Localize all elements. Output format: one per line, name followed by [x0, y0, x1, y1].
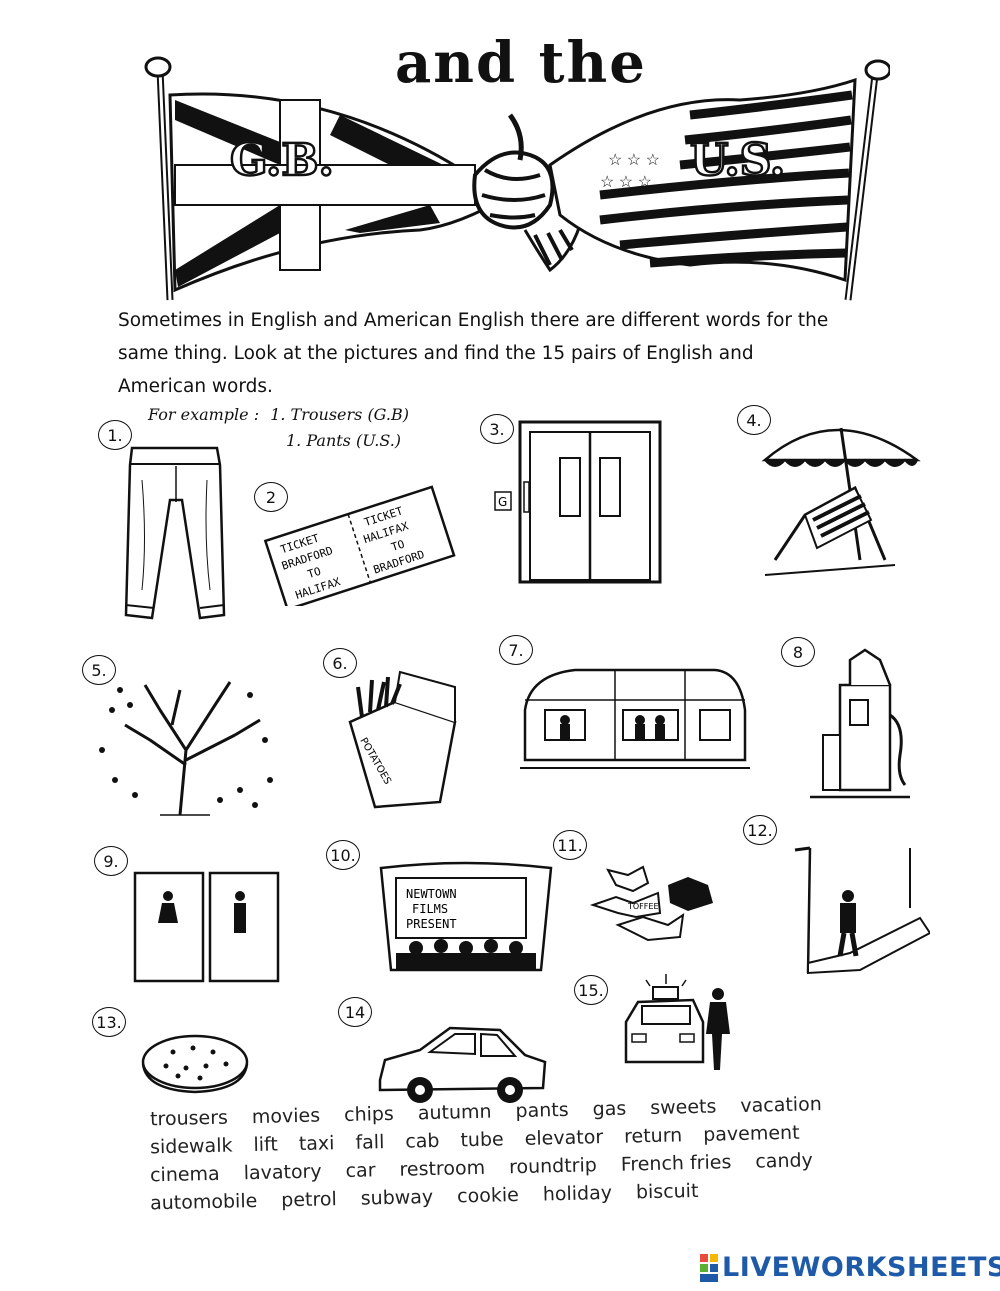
sweets-picture: TOFFEE	[589, 865, 713, 942]
lift-floor-label: G	[498, 495, 507, 509]
logo-text: LIVEWORKSHEETS	[722, 1252, 1000, 1283]
taxi-picture	[624, 974, 730, 1070]
logo-mark-icon	[700, 1253, 718, 1282]
word: car	[345, 1159, 376, 1182]
cinema-sign-1: NEWTOWN	[406, 887, 457, 901]
word: gas	[592, 1097, 627, 1121]
us-flag: ☆ ☆ ☆ ☆ ☆ ☆	[548, 77, 857, 283]
number-1: 1.	[98, 420, 132, 450]
cinema-sign-3: PRESENT	[406, 917, 457, 931]
autumn-tree-picture	[99, 681, 273, 816]
word: holiday	[542, 1181, 613, 1206]
number-2: 2	[254, 482, 288, 512]
word: subway	[360, 1185, 434, 1210]
number-13: 13.	[92, 1007, 126, 1037]
word: tube	[460, 1128, 504, 1152]
word: sweets	[649, 1095, 717, 1120]
instructions-line-3: American words.	[118, 376, 273, 397]
number-14: 14	[338, 997, 372, 1027]
sweet-wrapper-label: TOFFEE	[627, 902, 659, 911]
word: autumn	[417, 1100, 492, 1125]
petrol-pump-picture	[810, 648, 910, 799]
number-7: 7.	[499, 635, 533, 665]
number-8: 8	[781, 637, 815, 667]
flags-banner: ☆ ☆ ☆ ☆ ☆ ☆ G.B. U.S.	[144, 56, 890, 301]
word: French fries	[620, 1151, 732, 1176]
word: trousers	[149, 1106, 229, 1131]
gb-label: G.B.	[230, 135, 334, 186]
word: elevator	[524, 1126, 604, 1150]
word: pants	[515, 1098, 569, 1123]
word: automobile	[149, 1189, 258, 1215]
svg-text:☆ ☆ ☆: ☆ ☆ ☆	[600, 174, 652, 191]
word: fall	[355, 1131, 385, 1154]
tube-train-picture	[520, 668, 750, 769]
word: chips	[343, 1102, 395, 1126]
ticket-picture: TICKET BRADFORD TO HALIFAX TICKET HALIFA…	[263, 485, 456, 606]
word: pavement	[702, 1121, 800, 1146]
liveworksheets-logo[interactable]: LIVEWORKSHEETS	[700, 1252, 1000, 1283]
number-5: 5.	[82, 655, 116, 685]
number-11: 11.	[553, 830, 587, 860]
word: movies	[251, 1104, 321, 1129]
cinema-sign-2: FILMS	[412, 902, 448, 916]
word: lavatory	[243, 1160, 322, 1185]
word: lift	[253, 1133, 279, 1157]
biscuit-picture	[141, 1034, 249, 1094]
trousers-picture	[124, 446, 226, 620]
number-3: 3.	[480, 414, 514, 444]
number-6: 6.	[323, 648, 357, 678]
word: petrol	[281, 1188, 337, 1212]
lift-picture: G	[494, 420, 662, 584]
word: cookie	[456, 1184, 520, 1208]
us-label: U.S.	[690, 135, 785, 186]
instructions-line-2: same thing. Look at the pictures and fin…	[118, 343, 754, 364]
number-4: 4.	[737, 405, 771, 435]
lavatory-doors-picture	[133, 871, 280, 983]
word: taxi	[298, 1132, 335, 1156]
number-10: 10.	[326, 840, 360, 870]
example-us: 1. Pants (U.S.)	[286, 431, 402, 450]
svg-text:☆ ☆ ☆: ☆ ☆ ☆	[608, 152, 660, 169]
cinema-picture: NEWTOWN FILMS PRESENT	[379, 861, 553, 972]
word: cinema	[149, 1162, 220, 1187]
number-12: 12.	[743, 815, 777, 845]
word: candy	[755, 1149, 814, 1173]
example-note: For example : 1. Trousers (G.B)	[148, 404, 409, 426]
example-gb: 1. Trousers (G.B)	[270, 405, 409, 424]
ticket-right-3: TO	[390, 538, 407, 554]
example-lead: For example :	[148, 405, 260, 424]
word: biscuit	[635, 1179, 699, 1204]
word: cab	[405, 1129, 440, 1153]
deckchair-umbrella-picture	[761, 427, 921, 576]
word: sidewalk	[149, 1134, 233, 1159]
flag-knot	[472, 113, 582, 273]
car-picture	[378, 1026, 547, 1103]
number-9: 9.	[94, 846, 128, 876]
word: vacation	[740, 1093, 822, 1117]
ticket-left-3: TO	[306, 565, 323, 581]
pavement-picture	[794, 846, 930, 975]
instructions-line-1: Sometimes in English and American Englis…	[118, 310, 829, 331]
instructions: Sometimes in English and American Englis…	[118, 304, 918, 403]
left-flagpole	[144, 56, 174, 301]
number-15: 15.	[574, 975, 608, 1005]
word: return	[623, 1124, 683, 1148]
chips-box-picture: POTATOES	[348, 670, 457, 809]
union-jack-flag	[168, 92, 514, 293]
word: roundtrip	[508, 1154, 598, 1179]
banner-title: and the	[395, 30, 647, 96]
word: restroom	[399, 1156, 486, 1181]
word-bank: trousers movies chips autumn pants gas s…	[149, 1093, 890, 1215]
right-flagpole	[844, 59, 890, 301]
